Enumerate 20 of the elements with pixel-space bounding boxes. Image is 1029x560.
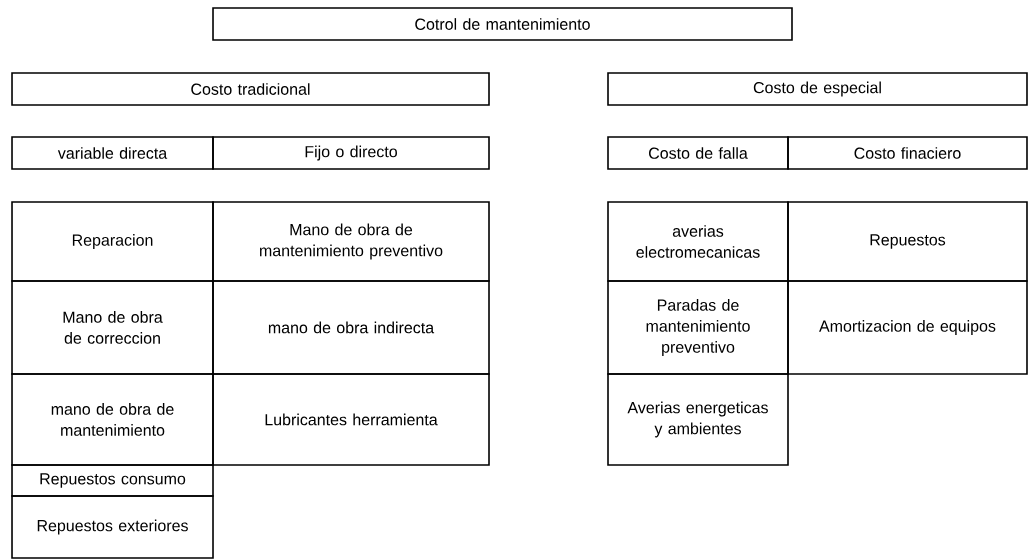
table-cell: Repuestos consumo [11, 464, 214, 497]
header-cell: Costo finaciero [787, 136, 1028, 170]
table-cell: Lubricantes herramienta [212, 373, 490, 466]
table-cell: Paradas de mantenimiento preventivo [607, 280, 789, 375]
table-cell: Amortizacion de equipos [787, 280, 1028, 375]
table-cell: Reparacion [11, 201, 214, 282]
header-cell: Costo de falla [607, 136, 789, 170]
header-cell: Cotrol de mantenimiento [212, 7, 793, 41]
table-cell: Mano de obra de correccion [11, 280, 214, 375]
table-cell: Repuestos [787, 201, 1028, 282]
table-cell: mano de obra indirecta [212, 280, 490, 375]
header-cell: variable directa [11, 136, 214, 170]
table-cell: averias electromecanicas [607, 201, 789, 282]
table-cell: mano de obra de mantenimiento [11, 373, 214, 466]
header-cell: Fijo o directo [212, 136, 490, 170]
table-cell: Repuestos exteriores [11, 495, 214, 559]
header-cell: Costo de especial [607, 72, 1028, 106]
table-cell: Averias energeticas y ambientes [607, 373, 789, 466]
header-cell: Costo tradicional [11, 72, 490, 106]
table-cell: Mano de obra de mantenimiento preventivo [212, 201, 490, 282]
